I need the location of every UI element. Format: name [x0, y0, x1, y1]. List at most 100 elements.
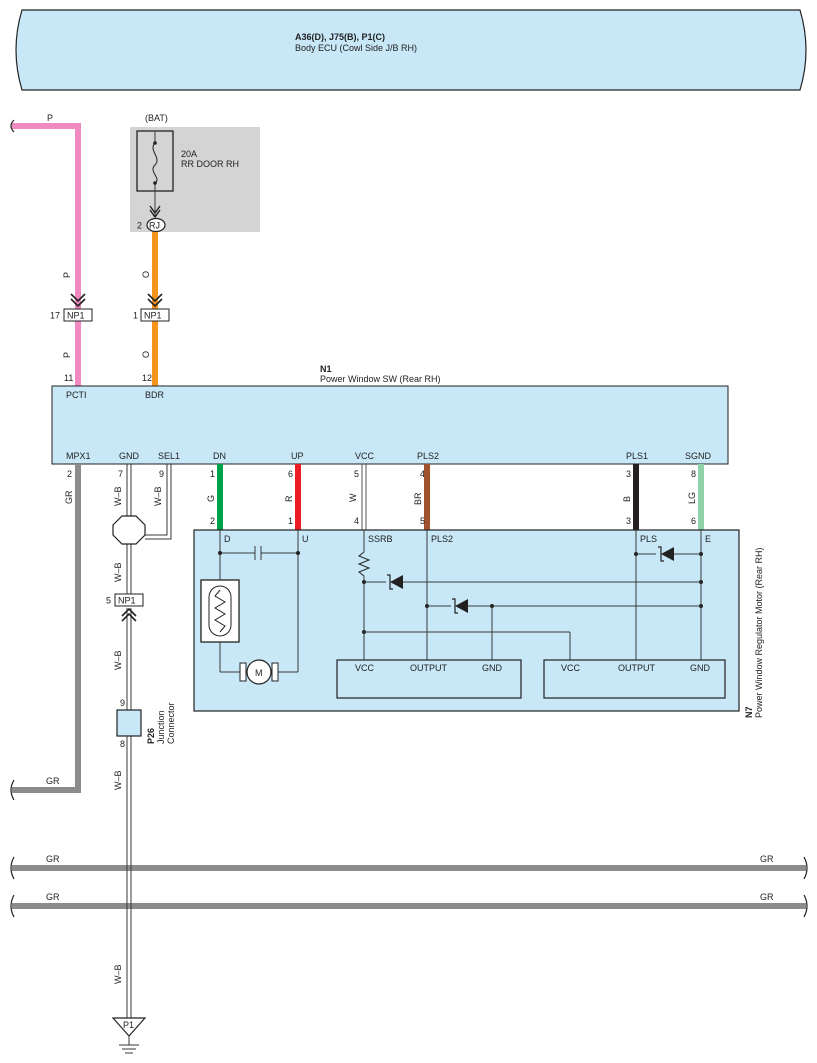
wire-gray-mpx1: GR GR: [10, 464, 81, 801]
pin-dn: DN: [213, 451, 226, 461]
sensor2-gnd: GND: [690, 663, 711, 673]
switch-pin-11: 11: [64, 373, 73, 383]
pin-sgnd: SGND: [685, 451, 712, 461]
motor-name: Power Window Regulator Motor (Rear RH): [754, 547, 764, 718]
pin-no-4: 4: [420, 469, 425, 479]
pin-mpx1: MPX1: [66, 451, 91, 461]
switch-pin-pcti: PCTI: [66, 390, 87, 400]
switch-id: N1: [320, 364, 332, 374]
bus1-label-right: GR: [760, 854, 774, 864]
motor-pinname-pls: PLS: [640, 534, 657, 544]
wire-label-g: G: [206, 495, 216, 502]
p26-line1: Junction: [156, 710, 166, 744]
p26-pin-top: 9: [120, 698, 125, 708]
motor-pin-1: 1: [288, 516, 293, 526]
motor-pin-5: 5: [420, 516, 425, 526]
pin-vcc: VCC: [355, 451, 375, 461]
motor-pinname-pls2: PLS2: [431, 534, 453, 544]
wire-wb-sel1: W–B: [145, 464, 172, 540]
wire-wb-ground: W–B W–B W–B W–B W–B: [113, 464, 132, 1018]
wire-label-lg: LG: [687, 492, 697, 504]
wire-red-up: R: [284, 464, 301, 530]
pin-no-6: 6: [288, 469, 293, 479]
pin-no-9: 9: [159, 469, 164, 479]
wire-label-o-low: O: [141, 351, 151, 358]
wire-gray-bus-1: GR GR: [10, 854, 808, 880]
fuse-name: RR DOOR RH: [181, 159, 239, 169]
wire-label-o-mid: O: [141, 271, 151, 278]
junction-rj: RJ: [149, 221, 160, 231]
wire-label-r: R: [284, 495, 294, 502]
wb-label-3: W–B: [113, 650, 123, 670]
pin-gnd: GND: [119, 451, 140, 461]
wire-label-w: W: [348, 493, 358, 502]
pin-no-3: 3: [626, 469, 631, 479]
fuse-rating: 20A: [181, 149, 197, 159]
np1-lower-pin: 5: [106, 596, 111, 606]
wb-label-4: W–B: [113, 770, 123, 790]
motor-pin-6: 6: [691, 516, 696, 526]
p26-pin-bottom: 8: [120, 739, 125, 749]
wire-black-pls1: B: [622, 464, 639, 530]
motor-pinname-d: D: [224, 534, 231, 544]
wire-white-vcc: W: [348, 464, 367, 530]
sensor2-output: OUTPUT: [618, 663, 656, 673]
pin-no-7: 7: [118, 469, 123, 479]
switch-name: Power Window SW (Rear RH): [320, 374, 441, 384]
np1-lower-connector: NP1 5: [106, 593, 144, 622]
wire-label-b: B: [622, 496, 632, 502]
ground-label: P1: [123, 1020, 134, 1030]
wb-label-2: W–B: [113, 562, 123, 582]
motor-pinname-u: U: [302, 534, 309, 544]
pin-no-1: 1: [210, 469, 215, 479]
pin-pls1: PLS1: [626, 451, 648, 461]
pin-sel1: SEL1: [158, 451, 180, 461]
body-ecu-banner: A36(D), J75(B), P1(C) Body ECU (Cowl Sid…: [15, 9, 807, 91]
power-window-switch: N1 Power Window SW (Rear RH) 11 12 PCTI …: [51, 364, 729, 479]
splice-point: [112, 515, 146, 545]
np1-upper-connector: NP1 17 NP1 1: [50, 293, 170, 322]
wb-label-5: W–B: [113, 964, 123, 984]
bus1-label-left: GR: [46, 854, 60, 864]
ecu-connectors: A36(D), J75(B), P1(C): [295, 32, 385, 42]
p26-id: P26: [146, 728, 156, 744]
switch-pin-12: 12: [142, 373, 152, 383]
np1-pin-pink: 17: [50, 311, 60, 321]
sensor2-vcc: VCC: [561, 663, 581, 673]
motor-symbol: M: [255, 668, 263, 678]
sensor1-gnd: GND: [482, 663, 503, 673]
fuse-source: (BAT): [145, 113, 168, 123]
wire-label-p-top: P: [47, 113, 53, 123]
motor-pin-2: 2: [210, 516, 215, 526]
wire-label-gr-h: GR: [46, 776, 60, 786]
p26-line2: Connector: [166, 702, 176, 744]
fuse-box: (BAT) 20A RR DOOR RH RJ 2: [130, 113, 260, 233]
bus2-label-left: GR: [46, 892, 60, 902]
junction-pin: 2: [137, 221, 142, 231]
pin-no-2: 2: [67, 469, 72, 479]
wire-label-br: BR: [413, 492, 423, 505]
wire-lightgreen-sgnd: LG: [687, 464, 704, 530]
ecu-name: Body ECU (Cowl Side J/B RH): [295, 43, 417, 53]
motor-pin-3: 3: [626, 516, 631, 526]
pin-pls2: PLS2: [417, 451, 439, 461]
switch-pin-bdr: BDR: [145, 390, 165, 400]
wire-green-dn: G: [206, 464, 223, 530]
wire-brown-pls2: BR: [413, 464, 430, 530]
wb-label-1: W–B: [113, 486, 123, 506]
motor-pinname-e: E: [705, 534, 711, 544]
np1-lower-label: NP1: [118, 596, 136, 606]
ground-symbol: P1: [111, 1017, 147, 1054]
pin-up: UP: [291, 451, 304, 461]
wire-pink-pcti: P P P: [10, 113, 81, 386]
wire-gray-bus-2: GR GR: [10, 892, 808, 918]
pin-no-5: 5: [354, 469, 359, 479]
sensor1-output: OUTPUT: [410, 663, 448, 673]
sensor1-vcc: VCC: [355, 663, 375, 673]
np1-label-pink: NP1: [67, 311, 85, 321]
np1-label-orange: NP1: [144, 311, 162, 321]
wb-label-sel1: W–B: [153, 486, 163, 506]
np1-pin-orange: 1: [133, 311, 138, 321]
wire-label-p-low: P: [62, 352, 72, 358]
